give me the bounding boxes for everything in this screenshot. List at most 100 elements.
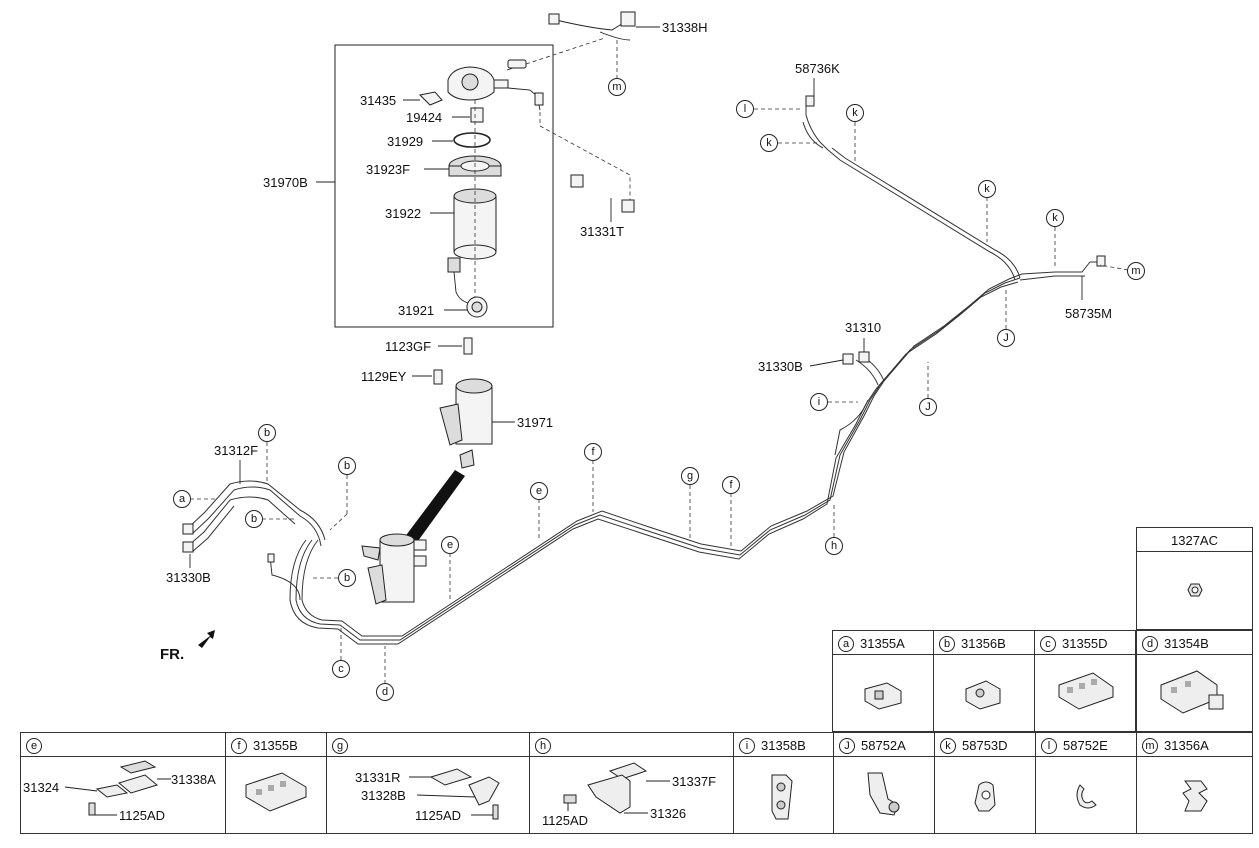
table-a: a 31355A bbox=[832, 630, 934, 732]
table-e: e 31324 31338A 1125AD bbox=[20, 732, 226, 834]
table-k-part: 58753D bbox=[962, 738, 1008, 754]
table-c-part: 31355D bbox=[1062, 636, 1108, 652]
table-g-sub-31331R: 31331R bbox=[355, 770, 401, 785]
table-b-part: 31356B bbox=[961, 636, 1006, 652]
table-h-sub-31326: 31326 bbox=[650, 806, 686, 821]
clip-31356A-icon bbox=[1182, 780, 1208, 812]
label-31310: 31310 bbox=[845, 320, 881, 335]
filter-assembly-box bbox=[334, 44, 554, 328]
connector-left-c bbox=[267, 553, 275, 563]
callout-b-1: b bbox=[264, 427, 270, 439]
label-31312F: 31312F bbox=[214, 443, 258, 458]
label-31330B-right: 31330B bbox=[758, 359, 803, 374]
table-m: m 31356A bbox=[1136, 732, 1253, 834]
callout-h: h bbox=[831, 540, 837, 552]
o-ring-part bbox=[453, 132, 491, 148]
bracket-31971-part bbox=[439, 378, 493, 469]
clip-58752E-icon bbox=[1076, 784, 1097, 809]
callout-b-3: b bbox=[251, 513, 257, 525]
table-h-sub-31337F: 31337F bbox=[672, 774, 716, 789]
label-31923F: 31923F bbox=[366, 162, 410, 177]
connector-31330B-right bbox=[842, 353, 854, 365]
label-19424: 19424 bbox=[406, 110, 442, 125]
table-h-drawing: 31337F 1125AD 31326 bbox=[542, 762, 716, 828]
connector-58736K bbox=[805, 95, 815, 107]
filter-module-part bbox=[361, 533, 427, 605]
callout-e-2: e bbox=[536, 485, 542, 497]
label-31338H: 31338H bbox=[662, 20, 708, 35]
table-g-drawing: 31331R 31328B 1125AD bbox=[355, 768, 500, 823]
table-m-letter: m bbox=[1142, 737, 1158, 754]
table-g: g 31331R 31328B 1125AD bbox=[326, 732, 530, 834]
connector-left-a bbox=[182, 523, 194, 535]
hose-31331T-part bbox=[507, 87, 635, 213]
callout-f-2: f bbox=[729, 479, 733, 491]
table-a-part: 31355A bbox=[860, 636, 905, 652]
connector-31310 bbox=[858, 351, 870, 363]
callout-leaders bbox=[190, 108, 1129, 684]
callout-c: c bbox=[338, 663, 344, 675]
nut-icon bbox=[1187, 583, 1203, 597]
water-sensor-part bbox=[447, 257, 488, 318]
table-h-sub-1125AD: 1125AD bbox=[542, 813, 588, 828]
callout-g: g bbox=[687, 470, 693, 482]
fuel-lines bbox=[187, 104, 1100, 645]
table-k-letter: k bbox=[940, 737, 956, 754]
label-31330B-left: 31330B bbox=[166, 570, 211, 585]
detail-pointer bbox=[398, 470, 465, 552]
callout-k-3: k bbox=[852, 107, 858, 119]
callout-k-1: k bbox=[984, 183, 990, 195]
callout-b-2: b bbox=[344, 460, 350, 472]
table-d-part: 31354B bbox=[1164, 636, 1209, 652]
label-1129EY: 1129EY bbox=[361, 369, 407, 384]
clip-31354B-icon bbox=[1160, 670, 1224, 714]
label-31331T: 31331T bbox=[580, 224, 624, 239]
callout-k-2: k bbox=[1052, 212, 1058, 224]
callout-a: a bbox=[179, 493, 186, 505]
label-31929: 31929 bbox=[387, 134, 423, 149]
label-58736K: 58736K bbox=[795, 61, 840, 76]
callout-J-2: J bbox=[1003, 332, 1009, 344]
table-a-letter: a bbox=[838, 635, 854, 652]
callout-f-1: f bbox=[591, 446, 595, 458]
table-e-sub-31324: 31324 bbox=[23, 780, 59, 795]
bolt-1129EY-part bbox=[433, 369, 443, 385]
table-J-letter: J bbox=[839, 737, 855, 754]
table-l-letter: l bbox=[1041, 737, 1057, 754]
callout-d: d bbox=[382, 686, 388, 698]
table-g-sub-1125AD: 1125AD bbox=[415, 808, 461, 823]
table-f-part: 31355B bbox=[253, 738, 298, 754]
callout-m-top: m bbox=[612, 81, 621, 93]
table-h-letter: h bbox=[535, 737, 551, 754]
table-d-letter: d bbox=[1142, 635, 1158, 652]
clip-58752A-icon bbox=[867, 772, 900, 816]
table-m-part: 31356A bbox=[1164, 738, 1209, 754]
table-k: k 58753D bbox=[934, 732, 1036, 834]
table-g-letter: g bbox=[332, 737, 348, 754]
label-31435: 31435 bbox=[360, 93, 396, 108]
clip-31358B-icon bbox=[771, 774, 793, 820]
callout-J-1: J bbox=[925, 401, 931, 413]
table-d: d 31354B bbox=[1136, 630, 1253, 732]
label-1123GF: 1123GF bbox=[385, 339, 431, 354]
connector-58735M bbox=[1096, 255, 1106, 267]
clip-31355A-icon bbox=[864, 682, 902, 710]
callout-circles: a b b b b c d e e f g f h i J J k k k k … bbox=[173, 100, 1145, 701]
callout-e-1: e bbox=[447, 539, 453, 551]
table-e-letter: e bbox=[26, 737, 42, 754]
front-label: FR. bbox=[160, 646, 184, 663]
connector-left-b bbox=[182, 541, 194, 553]
label-58735M: 58735M bbox=[1065, 306, 1112, 321]
bolt-1123GF-part bbox=[463, 337, 473, 355]
table-e-drawing: 31324 31338A 1125AD bbox=[23, 760, 216, 823]
label-31971: 31971 bbox=[517, 415, 553, 430]
callout-m-right: m bbox=[1131, 265, 1140, 277]
callout-k-4: k bbox=[766, 137, 772, 149]
callout-i: i bbox=[818, 396, 820, 408]
